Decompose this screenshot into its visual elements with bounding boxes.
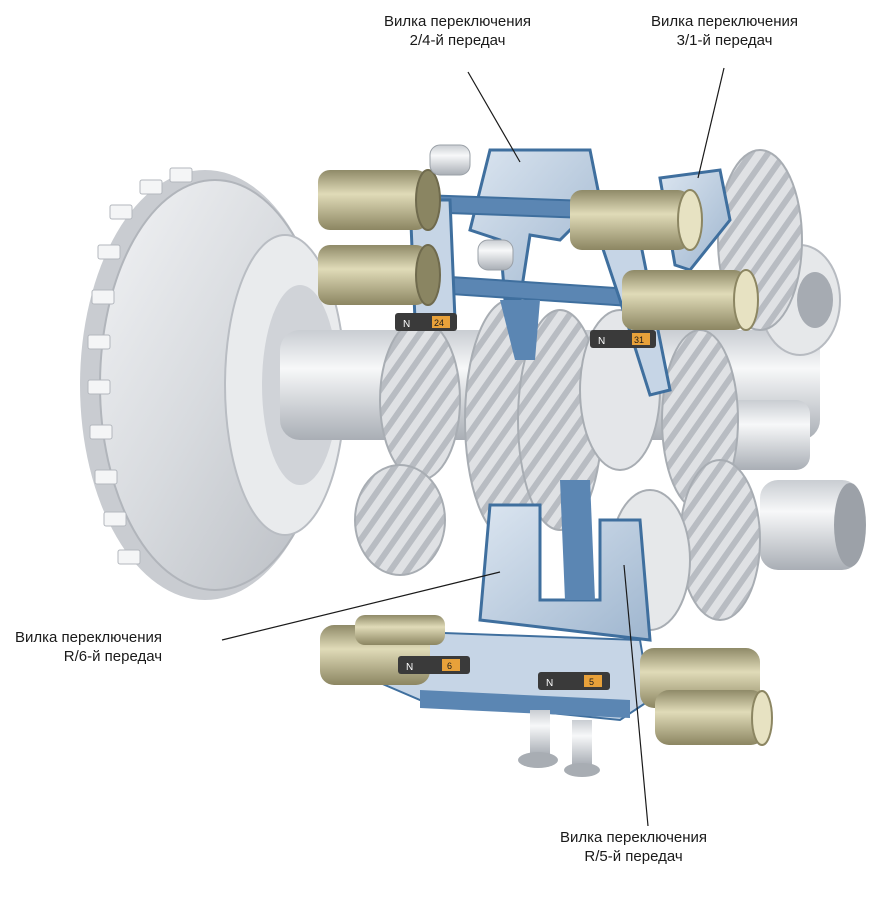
label-fork-3-1-line2: 3/1-й передач — [676, 32, 773, 49]
sensor-neutral-label: N — [406, 662, 413, 673]
sensor-24-label: 24 — [434, 318, 444, 328]
label-fork-r-6-line1: Вилка переключения — [15, 629, 163, 646]
sensor-31-label: 31 — [634, 335, 644, 345]
leader-line-r5 — [623, 564, 649, 827]
leader-lines — [221, 67, 725, 827]
lower-sensors: N 6 N 5 — [398, 656, 610, 690]
label-fork-3-1: Вилка переключения 3/1-й передач — [651, 12, 798, 50]
leader-line-24 — [467, 71, 521, 163]
upper-pistons — [318, 144, 759, 331]
label-fork-r-6: Вилка переключения R/6-й передач — [15, 628, 162, 666]
label-fork-r-6-line2: R/6-й передач — [63, 648, 163, 665]
upper-sensors: N 24 N 31 — [395, 313, 656, 348]
label-fork-r-5: Вилка переключения R/5-й передач — [560, 828, 707, 866]
sensor-6-label: 6 — [447, 661, 452, 671]
sensor-neutral-label: N — [546, 678, 553, 689]
label-fork-3-1-line1: Вилка переключения — [651, 13, 799, 30]
label-fork-2-4: Вилка переключения 2/4-й передач — [384, 12, 531, 50]
bottom-rods — [518, 710, 600, 777]
label-fork-r-5-line2: R/5-й передач — [584, 848, 683, 865]
leader-line-31 — [697, 67, 725, 179]
leader-line-r6 — [221, 571, 501, 641]
sensor-neutral-label: N — [403, 319, 410, 330]
sensor-neutral-label: N — [598, 336, 605, 347]
label-fork-2-4-line1: Вилка переключения — [384, 13, 532, 30]
label-fork-2-4-line2: 2/4-й передач — [409, 32, 506, 49]
lower-pistons — [320, 615, 773, 746]
sensor-5-label: 5 — [589, 677, 594, 687]
label-fork-r-5-line1: Вилка переключения — [560, 829, 708, 846]
